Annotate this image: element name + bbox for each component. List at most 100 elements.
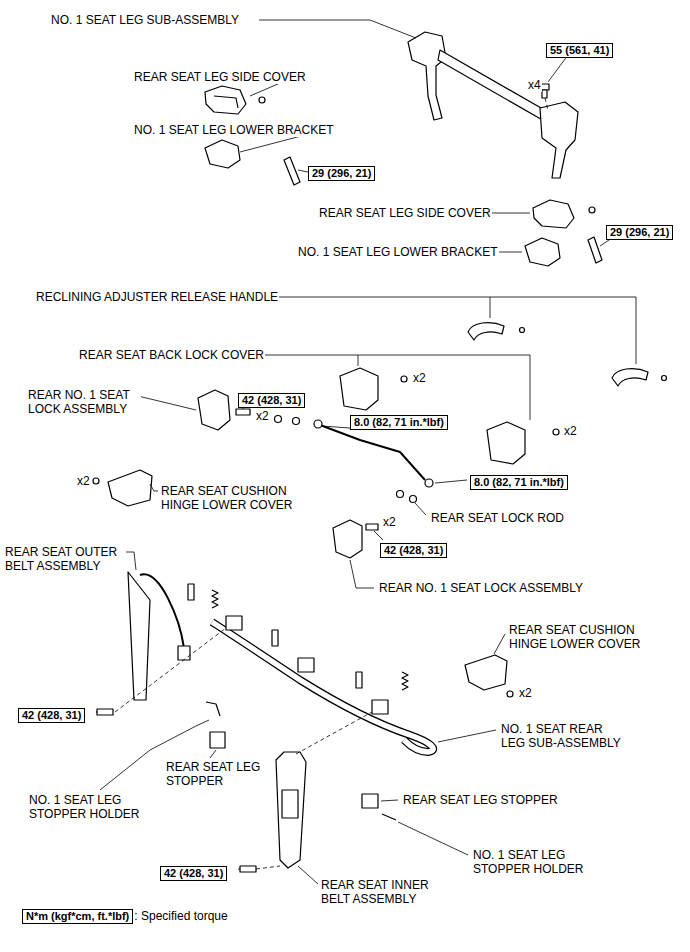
torque-value: N*m (kgf*cm, ft.*lbf) [22,909,133,924]
nut [425,479,433,487]
torque-box: 8.0 (82, 71 in.*lbf) [470,472,568,490]
lock-assembly [198,390,230,430]
screw [520,328,525,333]
seat-leg-bracket [408,32,446,120]
part-label: x2 [518,686,533,700]
hinge-cover [465,655,507,690]
leader-line [248,297,490,318]
leader-line [196,720,209,726]
torque-box: 42 (428, 31) [380,540,447,558]
torque-box: 8.0 (82, 71 in.*lbf) [350,412,448,430]
leader-line [374,531,383,540]
screw [507,691,513,697]
leader-line [548,55,568,82]
torque-box: 29 (296, 21) [606,222,673,240]
leader-line [150,484,158,491]
lock-cover [487,422,525,464]
bolt [284,157,300,185]
part-label: x4 [527,78,542,92]
spring [212,590,218,608]
torque-box: 29 (296, 21) [308,163,375,181]
torque-value: 8.0 (82, 71 in.*lbf) [470,475,568,490]
seat-leg-bracket [540,102,578,178]
torque-value: 42 (428, 31) [380,543,447,558]
side-cover-detail [214,96,238,108]
torque-value: 8.0 (82, 71 in.*lbf) [350,415,448,430]
leader-line [494,634,505,654]
part-label: x2 [412,371,427,385]
torque-box: N*m (kgf*cm, ft.*lbf): Specified torque [22,906,229,924]
torque-value: 42 (428, 31) [18,708,85,723]
screw [553,429,559,435]
bolt [366,524,378,530]
part-label: NO. 1 SEAT LEG LOWER BRACKET [133,123,335,137]
part-label: REAR SEAT LEG SIDE COVER [133,70,307,84]
leg-bracket [298,658,314,672]
washer [397,491,404,498]
part-label: NO. 1 SEAT LEG STOPPER HOLDER [472,848,592,876]
torque-box: 42 (428, 31) [160,863,227,881]
leg-bracket [372,700,388,714]
part-label: REAR SEAT CUSHION HINGE LOWER COVER [160,484,302,512]
torque-value: 29 (296, 21) [308,166,375,181]
lock-cover [340,368,378,410]
leader-line [210,750,216,758]
part-label: REAR SEAT LEG STOPPER [402,793,559,807]
bolt [356,672,362,688]
part-label: NO. 1 SEAT LEG SUB-ASSEMBLY [50,13,240,27]
side-cover [205,86,246,114]
dashed-line [115,628,226,712]
screw [589,207,595,213]
leg-stopper [210,732,225,748]
washer [410,496,417,503]
bolt [240,866,256,872]
leg-bracket [226,616,242,630]
leader-line [350,560,374,588]
bolt [236,409,250,415]
part-label: REAR SEAT OUTER BELT ASSEMBLY [4,545,126,573]
bolt [272,630,278,646]
torque-box: 42 (428, 31) [18,705,85,723]
parts [93,32,667,872]
inner-belt [276,752,306,868]
part-label: x2 [563,424,578,438]
hinge-cover [108,470,152,506]
belt-tongue [178,646,190,660]
part-label: REAR SEAT BACK LOCK COVER [78,348,265,362]
leader-line [298,170,308,172]
belt-buckle [282,790,298,818]
part-label: x2 [382,515,397,529]
part-label: NO. 1 SEAT REAR LEG SUB-ASSEMBLY [500,722,630,750]
part-label: x2 [255,409,270,423]
rear-leg-tube [212,622,433,752]
torque-box: 42 (428, 31) [238,390,305,408]
bolt [542,90,547,98]
part-label: REAR SEAT CUSHION HINGE LOWER COVER [508,623,655,651]
part-label: REAR SEAT LOCK ROD [430,511,565,525]
part-label: REAR SEAT LEG STOPPER [165,760,262,788]
lower-bracket [525,238,560,266]
lock-assembly [333,520,362,558]
part-label: NO. 1 SEAT LEG LOWER BRACKET [297,245,499,259]
seat-leg-bar [438,50,548,122]
leader-line [322,426,350,428]
leader-line [96,712,98,713]
part-label: RECLINING ADJUSTER RELEASE HANDLE [35,290,279,304]
dashed-line [256,866,280,869]
side-cover [533,200,574,228]
leg-stopper [362,794,378,808]
release-handle [612,369,648,386]
leader-line [259,20,416,38]
bolt [588,237,602,263]
part-label: NO. 1 SEAT LEG STOPPER HOLDER [28,793,148,821]
leader-line [438,730,496,742]
lower-bracket [205,140,240,168]
leader-line [358,355,359,366]
part-label: REAR NO. 1 SEAT LOCK ASSEMBLY [378,581,584,595]
dashed-line [545,98,548,110]
release-handle [468,323,504,340]
leader-line [415,503,426,515]
screw [662,376,667,381]
part-label: REAR SEAT LEG SIDE COVER [318,206,492,220]
nut [314,420,322,428]
